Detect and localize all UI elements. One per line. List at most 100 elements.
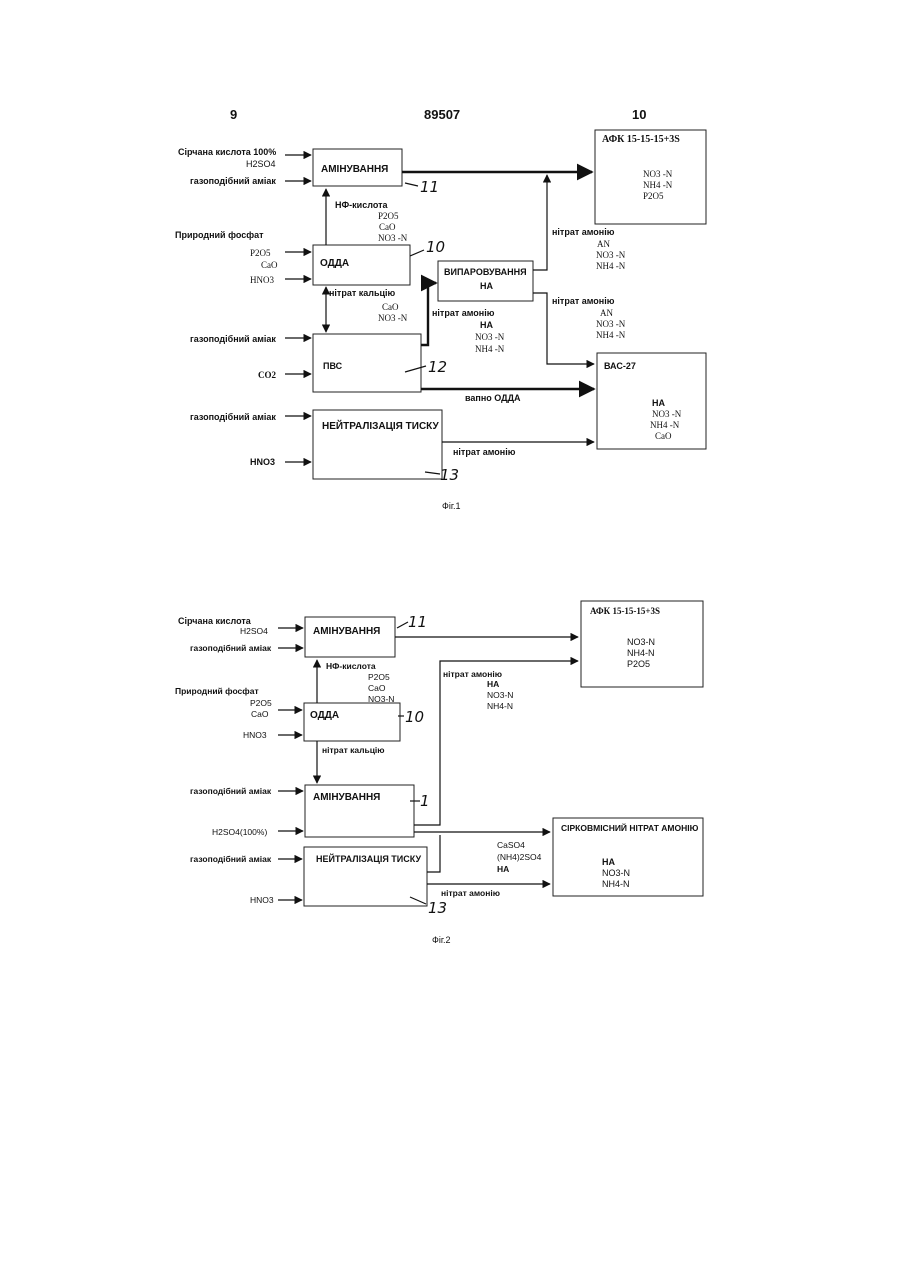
fig1-vas-line-2: NO3 -N [652, 409, 682, 419]
fig2-input-sulfuric: Сірчана кислота [178, 616, 252, 626]
fig1-amination-label: АМІНУВАННЯ [321, 164, 388, 175]
fig1-afk-line-2: NH4 -N [643, 180, 673, 190]
fig1-flow-an-vas-line-1: AN [600, 308, 613, 318]
fig1-afk-title: АФК 15-15-15+3S [602, 134, 680, 145]
fig2-sulfur-an-line-1: НА [602, 857, 615, 867]
fig1-flow-nf-line-1: P2O5 [378, 211, 399, 221]
fig1-pvs-label: ПВС [323, 361, 343, 371]
fig1-vas-title: ВАС-27 [604, 361, 636, 371]
page-number-right: 10 [632, 107, 646, 122]
fig2-input-h2so4-100: H2SO4(100%) [212, 827, 267, 837]
fig1-flow-an-pvs-line-3: NH4 -N [475, 344, 505, 354]
fig1-ref-12: 12 [428, 358, 447, 376]
fig2-flow-an-afk-line-2: NO3-N [487, 690, 513, 700]
fig2-input-ammonia-1: газоподібний аміак [190, 643, 272, 653]
fig1-input-sulfuric: Сірчана кислота 100% [178, 147, 276, 157]
fig2-flow-nf-line-2: CaO [368, 683, 386, 693]
fig2-flow-an-neutral: нітрат амонію [441, 888, 500, 898]
fig1-flow-nf-line-3: NO3 -N [378, 233, 408, 243]
fig2-odda-box [304, 703, 400, 741]
fig2-flow-na: НА [497, 864, 509, 874]
fig1-caption: Фіг.1 [442, 501, 461, 511]
fig1-input-ammonia-2: газоподібний аміак [190, 334, 276, 344]
fig2-input-p2o5: P2O5 [250, 698, 272, 708]
fig1-flow-an-pvs: нітрат амонію [432, 308, 495, 318]
fig2-flow-an-afk: нітрат амонію [443, 669, 502, 679]
fig2-input-ammonia-3: газоподібний аміак [190, 854, 272, 864]
fig1-flow-an-pvs-line-1: НА [480, 320, 493, 330]
fig2-amination-label: АМІНУВАННЯ [313, 626, 380, 637]
fig2-flow-nh42so4: (NH4)2SO4 [497, 852, 542, 862]
fig1-flow-lime: вапно ОДДА [465, 393, 521, 403]
fig2-ref-11: 11 [408, 613, 427, 631]
fig2-flow-caso4: CaSO4 [497, 840, 525, 850]
fig2-neutralization-label: НЕЙТРАЛІЗАЦІЯ ТИСКУ [316, 853, 421, 864]
fig2-flow-an-afk-line-3: NH4-N [487, 701, 513, 711]
fig1-input-p2o5: P2O5 [250, 248, 271, 258]
fig1-flow-an-pvs-line-2: NO3 -N [475, 332, 505, 342]
fig1-flow-nf-line-2: CaO [379, 222, 396, 232]
fig1-vas-line-1: НА [652, 398, 665, 408]
fig2-afk-line-2: NH4-N [627, 648, 655, 658]
fig1-vas-line-3: NH4 -N [650, 420, 680, 430]
fig1-flow-an-afk-line-2: NO3 -N [596, 250, 626, 260]
fig2-ref-10: 10 [405, 708, 424, 726]
fig2-flow-nf-acid: НФ-кислота [326, 661, 376, 671]
fig2-amination2-label: АМІНУВАННЯ [313, 792, 380, 803]
fig1-flow-an-vas-line-3: NH4 -N [596, 330, 626, 340]
fig1-flow-an-vas: нітрат амонію [552, 296, 615, 306]
fig2-input-phosphate: Природний фосфат [175, 686, 259, 696]
patent-number: 89507 [424, 107, 460, 122]
fig2-flow-an-afk-line-1: НА [487, 679, 499, 689]
fig1-input-ammonia-1: газоподібний аміак [190, 176, 276, 186]
figure-1: АМІНУВАННЯ ОДДА ВИПАРОВУВАННЯ НА ПВС НЕЙ… [175, 130, 706, 511]
fig1-flow-an-vas-line-2: NO3 -N [596, 319, 626, 329]
fig2-afk-line-3: P2O5 [627, 659, 650, 669]
fig2-afk-title: АФК 15-15-15+3S [590, 606, 660, 616]
fig1-flow-nf-acid: НФ-кислота [335, 200, 389, 210]
fig1-flow-calcium-nitrate: нітрат кальцію [329, 288, 396, 298]
fig1-input-h2so4: H2SO4 [246, 159, 276, 169]
fig1-flow-an-afk-line-1: AN [597, 239, 610, 249]
figure-2: АМІНУВАННЯ ОДДА АМІНУВАННЯ НЕЙТРАЛІЗАЦІЯ… [175, 601, 703, 945]
fig1-input-phosphate: Природний фосфат [175, 230, 264, 240]
fig1-afk-line-3: P2O5 [643, 191, 664, 201]
fig1-flow-cn-line-2: NO3 -N [378, 313, 408, 323]
fig2-ref-1: 1 [420, 792, 430, 810]
fig1-input-hno3: HNO3 [250, 275, 274, 285]
fig2-sulfur-an-line-2: NO3-N [602, 868, 630, 878]
fig2-input-h2so4: H2SO4 [240, 626, 268, 636]
fig2-input-cao: CaO [251, 709, 269, 719]
fig1-neutralization-label: НЕЙТРАЛІЗАЦІЯ ТИСКУ [322, 419, 440, 432]
fig1-input-ammonia-3: газоподібний аміак [190, 412, 276, 422]
fig2-afk-line-1: NO3-N [627, 637, 655, 647]
fig1-input-hno3-b: HNO3 [250, 457, 275, 467]
fig1-flow-an-afk-line-3: NH4 -N [596, 261, 626, 271]
fig1-flow-an-neutral: нітрат амонію [453, 447, 516, 457]
fig1-ref-10: 10 [426, 238, 445, 256]
fig1-input-cao: CaO [261, 260, 278, 270]
fig1-evaporation-label: ВИПАРОВУВАННЯ [444, 267, 527, 277]
fig1-evaporation-sub: НА [480, 281, 493, 291]
fig1-odda-label: ОДДА [320, 258, 349, 269]
fig2-sulfur-an-title: СІРКОВМІСНИЙ НІТРАТ АМОНІЮ [561, 822, 699, 833]
fig2-amination-box [305, 617, 395, 657]
fig2-caption: Фіг.2 [432, 935, 451, 945]
fig2-input-ammonia-2: газоподібний аміак [190, 786, 272, 796]
fig2-flow-nf-line-1: P2O5 [368, 672, 390, 682]
fig2-flow-nf-line-3: NO3-N [368, 694, 394, 704]
fig1-ref-11: 11 [420, 178, 439, 196]
fig1-ref-13: 13 [440, 466, 459, 484]
page-number-left: 9 [230, 107, 237, 122]
fig1-afk-line-1: NO3 -N [643, 169, 673, 179]
fig1-flow-an-afk: нітрат амонію [552, 227, 615, 237]
fig2-ref-13: 13 [428, 899, 447, 917]
fig1-vas-line-4: CaO [655, 431, 672, 441]
fig1-flow-cn-line-1: CaO [382, 302, 399, 312]
fig2-input-hno3-b: HNO3 [250, 895, 274, 905]
fig2-flow-calcium-nitrate: нітрат кальцію [322, 745, 385, 755]
fig2-input-hno3: HNO3 [243, 730, 267, 740]
fig1-input-co2: CO2 [258, 370, 277, 380]
fig2-odda-label: ОДДА [310, 710, 339, 721]
